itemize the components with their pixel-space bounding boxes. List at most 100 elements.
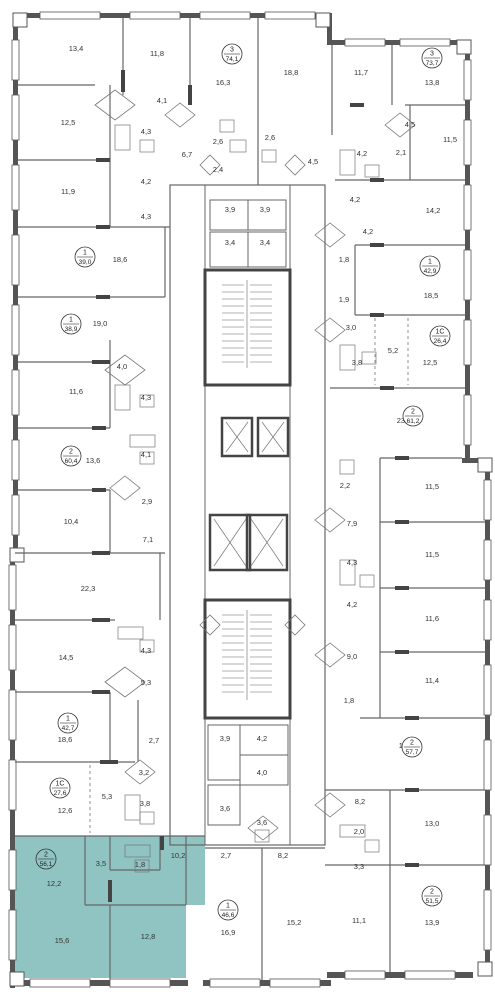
room-area-label: 11,8 (150, 49, 164, 58)
room-area-label: 4,2 (257, 734, 267, 743)
room-area-label: 6,7 (182, 150, 192, 159)
room-area-label: 18,6 (58, 735, 73, 744)
room-area-label: 15,2 (287, 918, 302, 927)
apartment-marker[interactable]: 142,7 (57, 712, 79, 734)
room-area-label: 14,2 (426, 206, 441, 215)
apartment-area: 27,6 (54, 790, 67, 797)
room-area-label: 16,3 (216, 78, 231, 87)
room-area-label: 4,5 (405, 120, 415, 129)
apartment-marker[interactable]: 374,1 (221, 43, 243, 65)
apartment-rooms: 1С (436, 329, 445, 336)
room-area-label: 10,2 (171, 851, 186, 860)
room-area-label: 11,6 (425, 614, 439, 623)
room-area-label: 8,2 (278, 851, 288, 860)
stair-upper (203, 268, 292, 387)
room-area-label: 4,2 (357, 149, 367, 158)
apartment-area: 39,0 (79, 259, 92, 266)
room-area-label: 1,8 (135, 860, 145, 869)
room-area-label: 1,9 (339, 295, 349, 304)
apartment-marker[interactable]: 1С 26,4 (429, 325, 451, 347)
apartment-rooms: 2 (69, 449, 73, 456)
room-area-label: 22,3 (81, 584, 96, 593)
room-area-label: 2,7 (149, 736, 159, 745)
apartment-rooms: 2 (44, 852, 48, 859)
apartment-marker[interactable]: 142,9 (419, 255, 441, 277)
apartment-area: 57,7 (406, 749, 419, 756)
apartment-rooms: 2 (410, 740, 414, 747)
apartment-marker[interactable]: 251,5 (421, 885, 443, 907)
stair-lower (203, 598, 292, 720)
apartment-rooms: 1С (56, 781, 65, 788)
room-area-label: 12,8 (141, 932, 156, 941)
room-area-label: 3,9 (225, 205, 235, 214)
apartment-marker[interactable]: 257,7 (401, 736, 423, 758)
room-area-label: 19,0 (93, 319, 108, 328)
apartment-marker[interactable]: 260,4 (60, 445, 82, 467)
room-area-label: 3,4 (260, 238, 270, 247)
room-area-label: 13,0 (425, 819, 440, 828)
apartment-area: 73,7 (426, 60, 439, 67)
outer-walls (8, 11, 493, 988)
apartment-rooms: 3 (230, 47, 234, 54)
room-area-label: 3,8 (352, 358, 362, 367)
apartment-marker[interactable]: 256,1 (35, 848, 57, 870)
room-area-label: 13,8 (425, 78, 440, 87)
room-area-label: 11,6 (69, 387, 83, 396)
room-area-label: 12,5 (423, 358, 438, 367)
apartment-area: 26,4 (434, 338, 447, 345)
apartment-area: 60,4 (65, 458, 78, 465)
apartment-marker[interactable]: 139,0 (74, 246, 96, 268)
room-area-label: 3,2 (139, 768, 149, 777)
room-area-label: 15,6 (55, 936, 70, 945)
room-area-label: 11,5 (443, 135, 457, 144)
room-area-label: 3,9 (220, 734, 230, 743)
room-area-label: 2,7 (221, 851, 231, 860)
building-core (169, 184, 326, 846)
room-area-label: 9,0 (347, 652, 357, 661)
room-area-label: 1,8 (339, 255, 349, 264)
room-area-label: 18,8 (284, 68, 299, 77)
room-area-label: 13,4 (69, 44, 84, 53)
interior-walls-left (15, 18, 259, 980)
apartment-rooms: 1 (226, 903, 230, 910)
apartment-area: 38,9 (65, 326, 78, 333)
room-area-label: 4,3 (141, 393, 151, 402)
room-area-label: 3,0 (346, 323, 356, 332)
room-area-label: 8,2 (355, 797, 365, 806)
door-swings (94, 89, 416, 841)
apartment-area: 42,7 (62, 725, 75, 732)
apartment-marker[interactable]: 1С 27,6 (49, 777, 71, 799)
apartment-area: 42,9 (424, 268, 437, 275)
room-area-label: 11,9 (61, 187, 75, 196)
apartment-marker[interactable]: 373,7 (421, 47, 443, 69)
apartment-marker[interactable]: 146,6 (217, 899, 239, 921)
room-area-label: 2,6 (265, 133, 275, 142)
room-area-label: 11,4 (425, 676, 439, 685)
room-area-label: 4,0 (257, 768, 267, 777)
room-area-label: 2,9 (142, 497, 152, 506)
room-area-label: 3,3 (354, 862, 364, 871)
apartment-rooms: 2 (430, 889, 434, 896)
bathroom-fixtures (114, 119, 380, 873)
room-area-label: 11,5 (425, 482, 439, 491)
room-area-label: 7,1 (143, 535, 153, 544)
apartment-marker[interactable]: 261,2 (402, 405, 424, 427)
apartment-marker[interactable]: 138,9 (60, 313, 82, 335)
room-area-label: 11,7 (354, 68, 368, 77)
room-area-label: 12,5 (61, 118, 76, 127)
room-area-label: 4,3 (141, 127, 151, 136)
apartment-area: 74,1 (226, 56, 239, 63)
door-stubs (92, 70, 419, 902)
room-area-label: 4,2 (347, 600, 357, 609)
room-area-label: 3,9 (260, 205, 270, 214)
apartment-rooms: 1 (83, 250, 87, 257)
room-area-label: 13,6 (86, 456, 101, 465)
room-area-label: 4,0 (117, 362, 127, 371)
room-area-label: 2,2 (340, 481, 350, 490)
room-area-label: 5,3 (102, 792, 112, 801)
apartment-rooms: 1 (69, 317, 73, 324)
room-area-label: 4,1 (141, 450, 151, 459)
apartment-rooms: 2 (411, 409, 415, 416)
room-area-label: 7,9 (347, 519, 357, 528)
